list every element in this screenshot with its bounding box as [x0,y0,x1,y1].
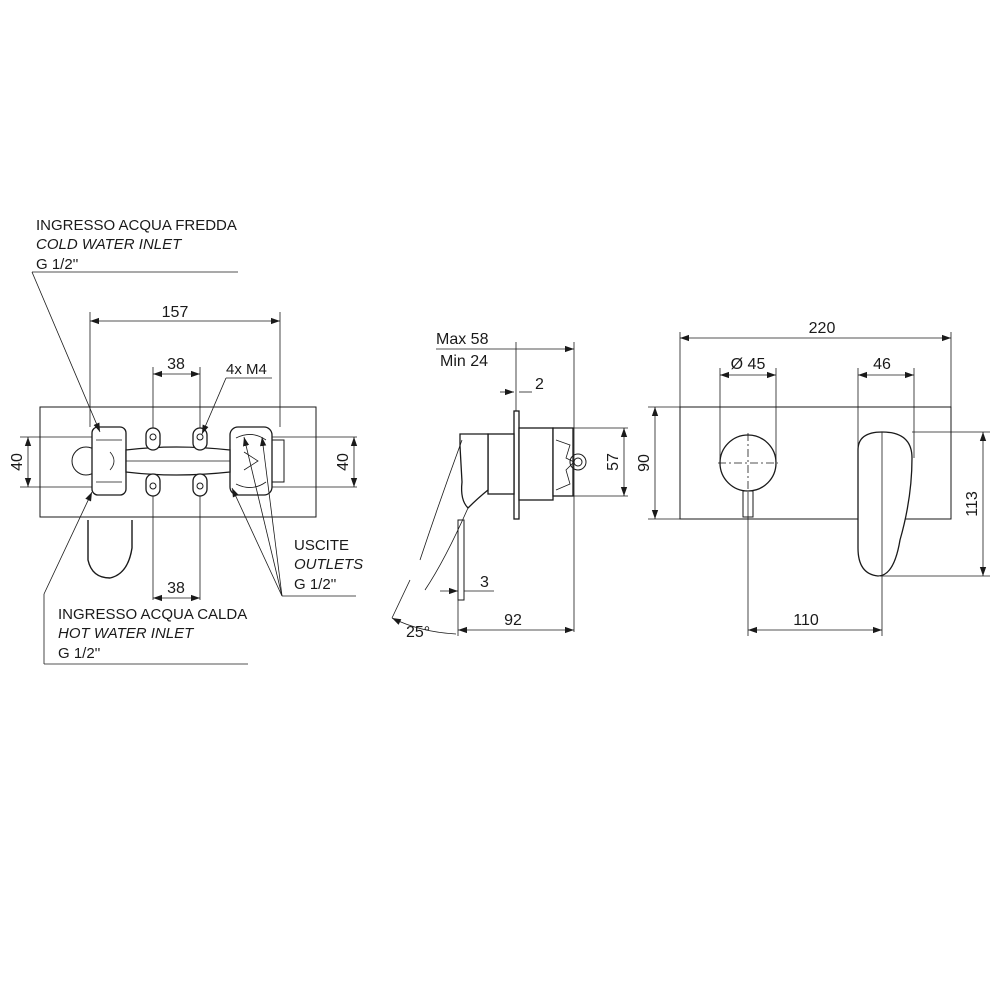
mounting-plate-outline [39,406,317,518]
outlets-label: USCITE OUTLETS G 1/2'' [231,436,363,597]
finish-view: 220 Ø 45 46 90 113 110 [636,320,990,636]
dim-57: 57 [605,453,622,471]
svg-text:G 1/2'': G 1/2'' [58,645,101,662]
dim-38-top: 38 [167,356,185,373]
dim-diam-45: Ø 45 [731,356,766,373]
cold-inlet-label: INGRESSO ACQUA FREDDA COLD WATER INLET G… [31,217,238,433]
dim-113: 113 [964,491,981,517]
hot-inlet-label: INGRESSO ACQUA CALDA HOT WATER INLET G 1… [43,491,248,665]
dim-40-right: 40 [335,453,352,471]
side-wall-plate [513,410,520,520]
side-lever [459,433,489,509]
dim-38-bottom: 38 [167,580,185,597]
svg-text:USCITE: USCITE [294,537,349,554]
svg-text:HOT WATER INLET: HOT WATER INLET [58,625,195,642]
dim-3: 3 [480,574,489,591]
dim-min24: Min 24 [440,353,488,370]
lever-handle-front [87,520,133,579]
side-body [518,427,554,501]
dim-max58: Max 58 [436,331,489,348]
dim-angle-25: 25° [406,624,430,641]
front-view: 157 38 4x M4 38 40 40 INGRESSO ACQUA FRE… [9,217,363,665]
svg-text:INGRESSO ACQUA FREDDA: INGRESSO ACQUA FREDDA [36,217,237,234]
svg-text:COLD WATER INLET: COLD WATER INLET [36,236,183,253]
svg-text:G 1/2'': G 1/2'' [36,256,79,273]
dim-2: 2 [535,376,544,393]
side-sleeve [487,433,515,495]
dim-90: 90 [636,454,653,472]
screw-lugs [145,427,208,497]
svg-text:INGRESSO ACQUA CALDA: INGRESSO ACQUA CALDA [58,606,247,623]
cold-inlet-body [71,426,127,496]
dim-220: 220 [809,320,836,337]
dim-40-left: 40 [9,453,26,471]
dim-92: 92 [504,612,522,629]
dim-110: 110 [793,612,819,629]
svg-text:G 1/2'': G 1/2'' [294,576,337,593]
mixer-lever [857,431,913,577]
side-view: Max 58 Min 24 2 57 3 92 25° [391,331,628,641]
dim-46: 46 [873,356,891,373]
dim-157: 157 [162,304,189,321]
screws-label: 4x M4 [226,361,267,378]
cover-plate [679,406,952,520]
svg-text:OUTLETS: OUTLETS [294,556,363,573]
